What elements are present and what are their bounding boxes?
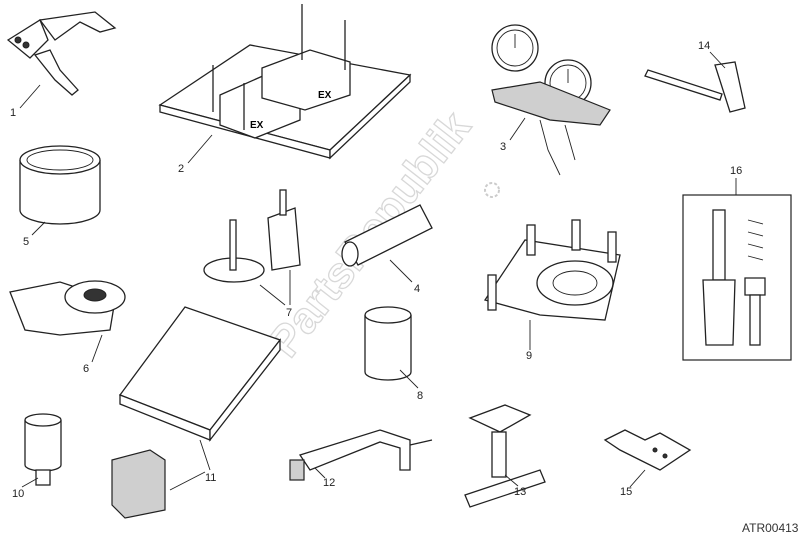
tool-7 [203, 189, 301, 306]
tool-14 [644, 51, 746, 113]
callout-9: 9 [526, 350, 532, 362]
callout-2: 2 [178, 163, 184, 175]
callout-7: 7 [286, 307, 292, 319]
callout-3: 3 [500, 141, 506, 153]
callout-12: 12 [323, 477, 335, 489]
tool-11 [111, 306, 282, 519]
tool-15 [603, 429, 692, 488]
callout-4: 4 [414, 283, 420, 295]
callout-5: 5 [23, 236, 29, 248]
tool-5 [19, 145, 101, 236]
svg-text:EX: EX [250, 120, 264, 131]
callout-6: 6 [83, 363, 89, 375]
callout-10: 10 [12, 488, 24, 500]
drawing-code: ATR00413 [742, 521, 799, 535]
tool-6 [9, 280, 126, 363]
tool-1 [6, 11, 117, 109]
tool-16-kit [682, 178, 792, 361]
callout-16: 16 [730, 165, 742, 177]
callout-15: 15 [620, 486, 632, 498]
callout-8: 8 [417, 390, 423, 402]
gear-watermark-icon [484, 182, 500, 198]
tool-3 [491, 24, 611, 176]
callout-13: 13 [514, 486, 526, 498]
tool-12 [289, 429, 433, 481]
callout-14: 14 [698, 40, 710, 52]
tool-8 [364, 306, 419, 389]
callout-11: 11 [205, 472, 216, 484]
svg-text:EX: EX [318, 90, 332, 101]
callout-labels: 1 2 3 4 5 6 7 8 9 10 11 12 13 14 15 16 [10, 40, 742, 500]
tool-10 [21, 413, 62, 488]
tool-13 [464, 404, 546, 508]
tool-4 [341, 204, 433, 283]
callout-1: 1 [10, 107, 16, 119]
tool-2: EX EX [158, 4, 412, 164]
tool-9 [483, 219, 621, 350]
